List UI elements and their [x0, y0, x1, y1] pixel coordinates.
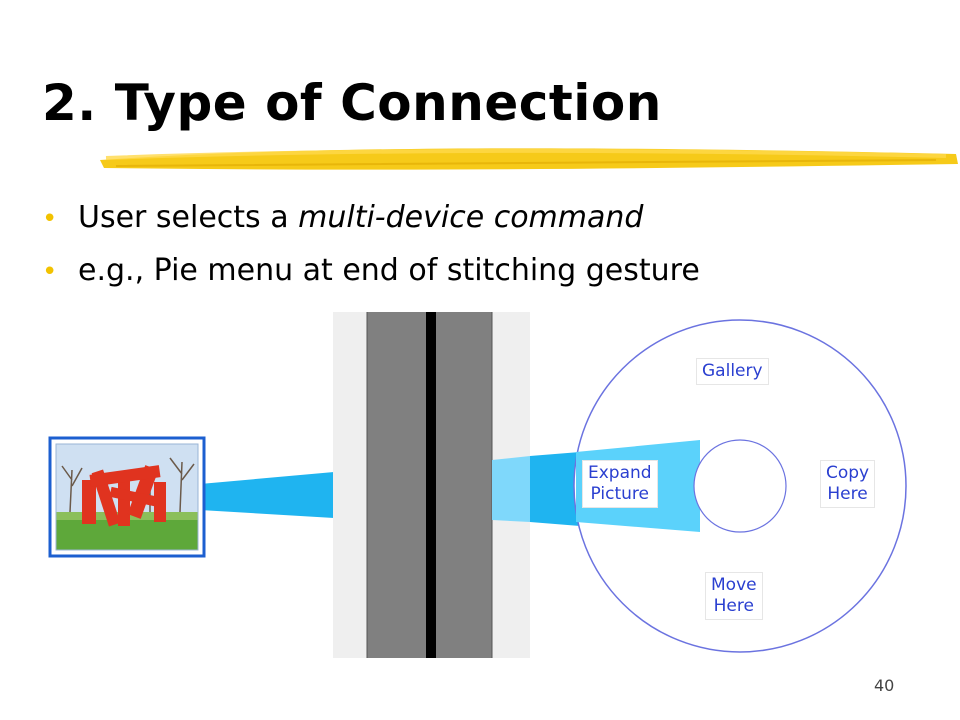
- bullet-item: • User selects a multi-device command: [42, 192, 700, 245]
- device-right-bezel: [436, 312, 492, 658]
- bullet-text: User selects a: [78, 200, 299, 235]
- pie-menu-item-expand-picture[interactable]: Expand Picture: [583, 461, 657, 507]
- bullet-item: • e.g., Pie menu at end of stitching gest…: [42, 245, 700, 298]
- pie-menu-center: [693, 439, 787, 533]
- device-gap: [426, 312, 436, 658]
- bullet-dot-icon: •: [42, 257, 58, 287]
- pie-menu-item-label: Expand: [588, 463, 652, 483]
- photo-thumbnail: [48, 436, 206, 558]
- bullet-list: • User selects a multi-device command • e.…: [42, 192, 700, 298]
- pie-menu-item-label: Copy: [826, 463, 870, 483]
- page-number: 40: [874, 676, 895, 695]
- bullet-emphasis: multi-device command: [298, 200, 644, 235]
- pie-menu-item-label: Move: [711, 575, 757, 595]
- stitching-figure: [48, 312, 907, 658]
- stitch-stroke-right-light: [492, 456, 530, 522]
- device-left-bezel: [367, 312, 427, 658]
- pie-menu-item-move-here[interactable]: Move Here: [706, 573, 762, 619]
- slide-title: 2. Type of Connection: [42, 74, 662, 132]
- title-highlighter-stroke: [100, 148, 958, 170]
- pie-menu-item-copy-here[interactable]: Copy Here: [821, 461, 875, 507]
- bullet-text: e.g., Pie menu at end of stitching gestu…: [78, 253, 700, 288]
- pie-menu-item-label: Gallery: [702, 361, 763, 381]
- bullet-dot-icon: •: [42, 204, 58, 234]
- pie-menu-item-label: Picture: [590, 484, 650, 504]
- stitch-stroke-left: [200, 472, 334, 518]
- stitch-stroke-right: [530, 452, 580, 526]
- pie-menu-item-gallery[interactable]: Gallery: [697, 359, 768, 384]
- pie-menu-item-label: Here: [713, 596, 754, 616]
- pie-menu-item-label: Here: [827, 484, 868, 504]
- device-left-screen-edge: [333, 312, 367, 658]
